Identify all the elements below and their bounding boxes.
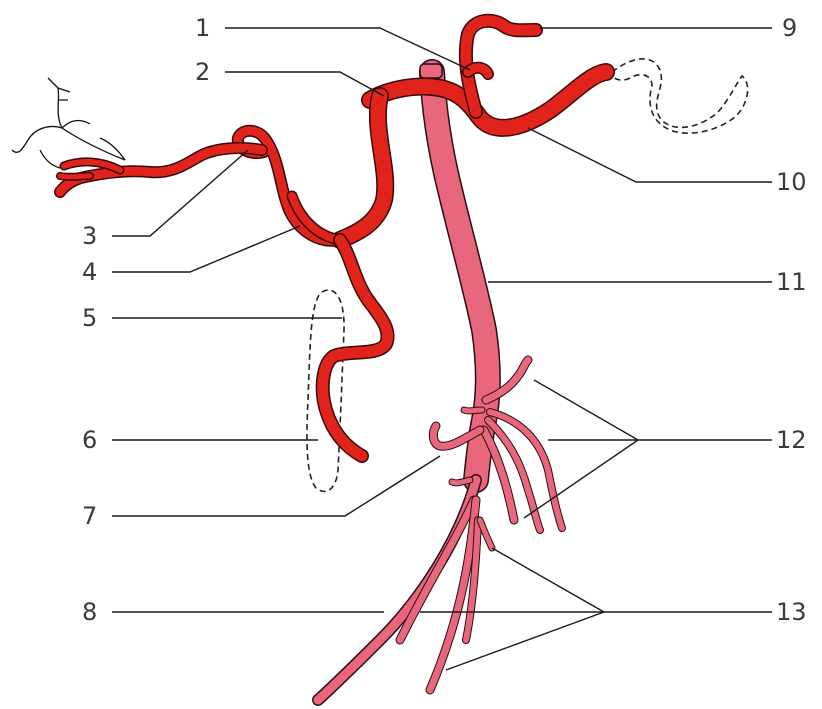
label-7: 7	[82, 502, 97, 530]
pink-vessel-system	[318, 64, 562, 700]
label-8: 8	[82, 598, 97, 626]
label-4: 4	[82, 258, 97, 286]
dashed-outline-right	[612, 59, 748, 133]
label-3: 3	[82, 222, 97, 250]
red-artery-system	[60, 21, 606, 456]
label-11: 11	[776, 268, 807, 296]
label-6: 6	[82, 426, 97, 454]
label-2: 2	[195, 58, 210, 86]
label-9: 9	[782, 14, 797, 42]
label-10: 10	[776, 168, 807, 196]
label-5: 5	[82, 304, 97, 332]
label-12: 12	[776, 426, 807, 454]
label-1: 1	[195, 14, 210, 42]
label-13: 13	[776, 598, 807, 626]
thin-branches	[12, 78, 125, 168]
